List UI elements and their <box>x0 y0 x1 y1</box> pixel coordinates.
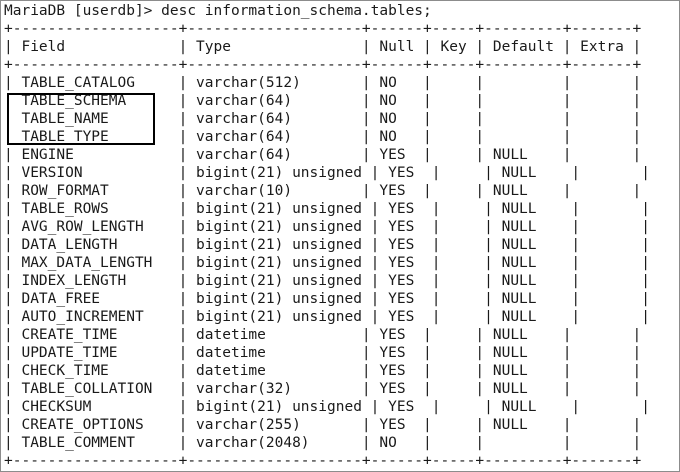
table-row: | AVG_ROW_LENGTH | bigint(21) unsigned |… <box>4 219 651 235</box>
table-separator-header: +-------------------+-------------------… <box>4 57 642 73</box>
table-row: | ROW_FORMAT | varchar(10) | YES | | NUL… <box>4 183 642 199</box>
table-row: | CREATE_OPTIONS | varchar(255) | YES | … <box>4 417 642 433</box>
table-row: | DATA_LENGTH | bigint(21) unsigned | YE… <box>4 237 651 253</box>
prompt-line: MariaDB [userdb]> desc information_schem… <box>4 3 432 19</box>
table-row: | VERSION | bigint(21) unsigned | YES | … <box>4 165 651 181</box>
table-separator-bottom: +-------------------+-------------------… <box>4 453 642 469</box>
table-row: | TABLE_CATALOG | varchar(512) | NO | | … <box>4 75 642 91</box>
table-row: | INDEX_LENGTH | bigint(21) unsigned | Y… <box>4 273 651 289</box>
table-row: | TABLE_TYPE | varchar(64) | NO | | | | <box>4 129 642 145</box>
table-row: | MAX_DATA_LENGTH | bigint(21) unsigned … <box>4 255 651 271</box>
table-row: | TABLE_NAME | varchar(64) | NO | | | | <box>4 111 642 127</box>
table-row: | CREATE_TIME | datetime | YES | | NULL … <box>4 327 642 343</box>
table-separator-top: +-------------------+-------------------… <box>4 21 642 37</box>
table-row: | TABLE_SCHEMA | varchar(64) | NO | | | … <box>4 93 642 109</box>
table-row: | ENGINE | varchar(64) | YES | | NULL | … <box>4 147 642 163</box>
table-header: | Field | Type | Null | Key | Default | … <box>4 39 642 55</box>
table-row: | UPDATE_TIME | datetime | YES | | NULL … <box>4 345 642 361</box>
table-row: | AUTO_INCREMENT | bigint(21) unsigned |… <box>4 309 651 325</box>
table-row: | DATA_FREE | bigint(21) unsigned | YES … <box>4 291 651 307</box>
table-row: | TABLE_ROWS | bigint(21) unsigned | YES… <box>4 201 651 217</box>
table-row: | TABLE_COLLATION | varchar(32) | YES | … <box>4 381 642 397</box>
table-row: | CHECK_TIME | datetime | YES | | NULL |… <box>4 363 642 379</box>
table-row: | TABLE_COMMENT | varchar(2048) | NO | |… <box>4 435 642 451</box>
table-row: | CHECKSUM | bigint(21) unsigned | YES |… <box>4 399 651 415</box>
